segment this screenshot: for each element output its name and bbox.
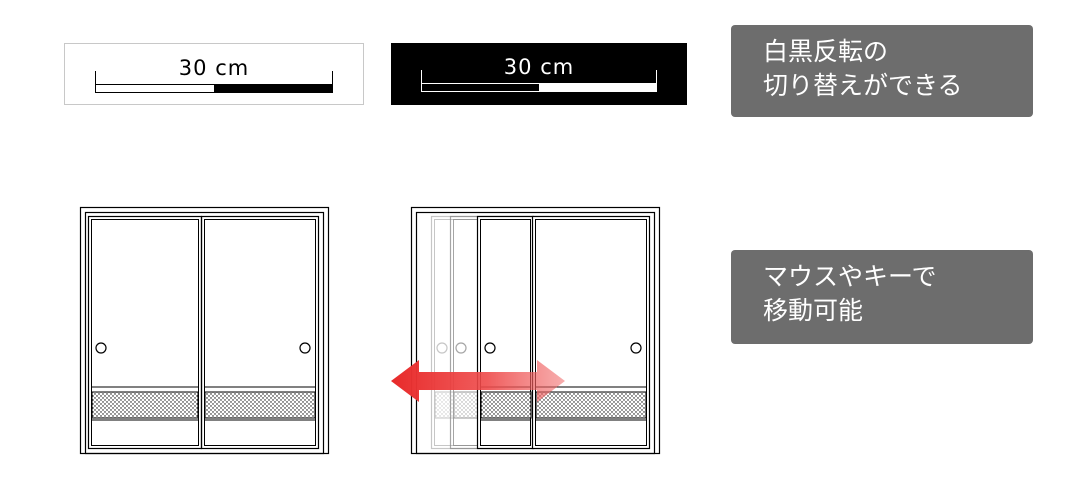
scale-line-black bbox=[421, 70, 657, 92]
scale-label-white: 30 cm bbox=[178, 56, 250, 80]
door-handle bbox=[95, 342, 107, 354]
scale-tick-left bbox=[421, 70, 422, 92]
callout-move-line1: マウスやキーで bbox=[763, 262, 937, 291]
scale-label-black: 30 cm bbox=[503, 55, 575, 79]
door-frame-inner bbox=[84, 211, 325, 455]
scale-tick-right bbox=[332, 71, 333, 93]
scale-bar-white: 30 cm bbox=[64, 43, 364, 105]
scale-segment-hollow bbox=[421, 84, 539, 92]
scale-segment-filled bbox=[539, 84, 657, 92]
callout-move: マウスやキーで 移動可能 bbox=[731, 250, 1033, 344]
door-handle bbox=[455, 342, 467, 354]
door-handle bbox=[484, 342, 496, 354]
door-frame-inner bbox=[415, 211, 656, 455]
door-panel-left bbox=[87, 215, 203, 450]
scale-tick-right bbox=[656, 70, 657, 92]
double-arrow-icon[interactable] bbox=[389, 358, 567, 404]
door-handle bbox=[630, 342, 642, 354]
callout-invert-line2: 切り替えができる bbox=[763, 71, 963, 100]
door-handle bbox=[299, 342, 311, 354]
scale-segment-filled bbox=[214, 85, 333, 93]
sliding-door-moving bbox=[410, 206, 661, 455]
sliding-door-closed bbox=[79, 206, 330, 455]
callout-invert: 白黒反転の 切り替えができる bbox=[731, 25, 1033, 117]
scale-line-white bbox=[95, 71, 333, 93]
callout-invert-line1: 白黒反転の bbox=[763, 37, 889, 66]
scale-bar-black: 30 cm bbox=[391, 43, 687, 105]
door-panel-right bbox=[200, 215, 320, 450]
callout-move-line2: 移動可能 bbox=[763, 296, 864, 325]
scale-tick-left bbox=[95, 71, 96, 93]
door-panel-moving[interactable] bbox=[476, 215, 535, 450]
scale-segment-hollow bbox=[95, 85, 214, 93]
door-panel-right bbox=[531, 215, 651, 450]
